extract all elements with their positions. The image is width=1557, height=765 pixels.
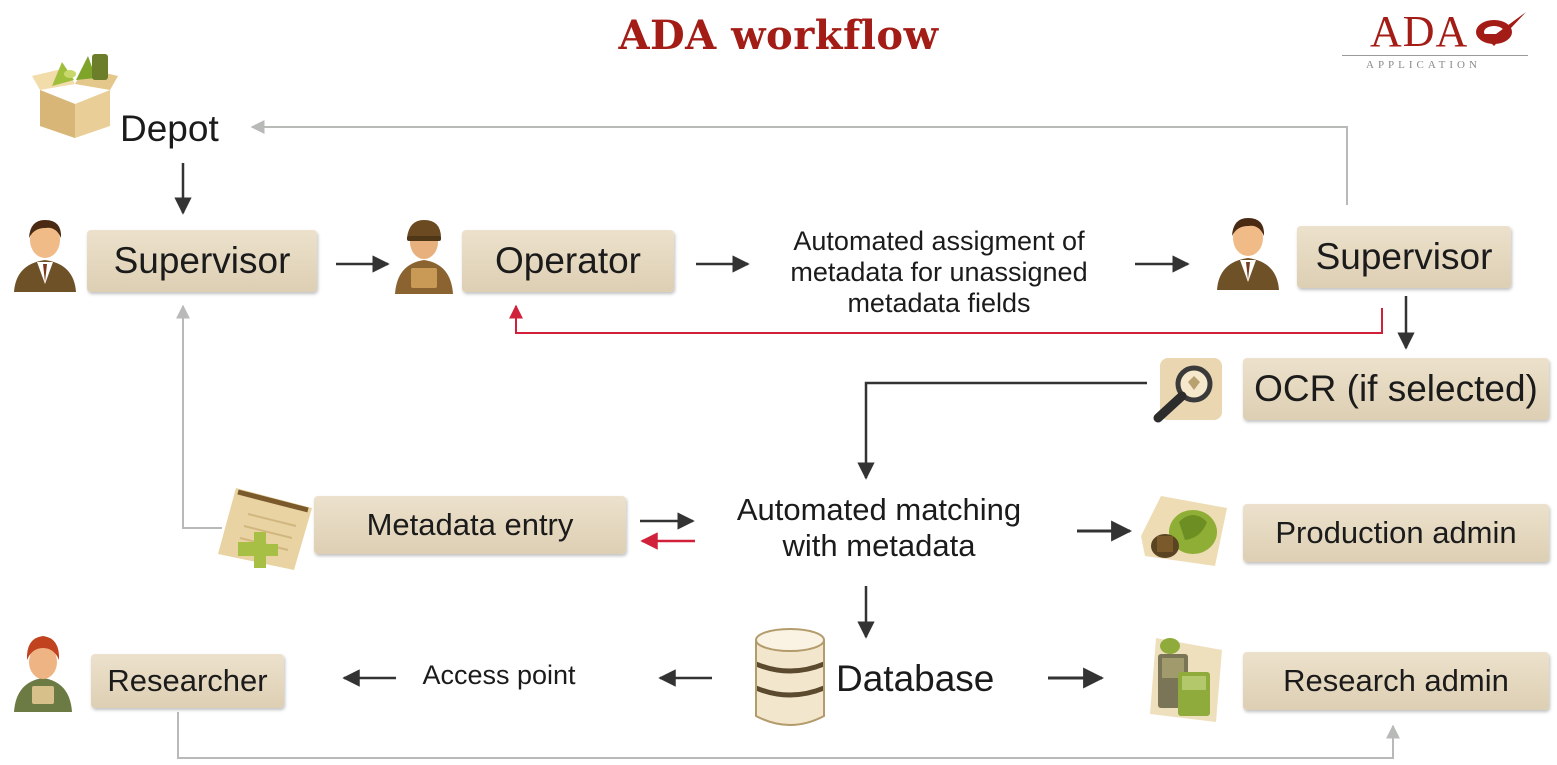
ocr-to-matching-arrow bbox=[857, 381, 1147, 480]
researcher-label: Researcher bbox=[107, 663, 268, 698]
magnifier-icon bbox=[1153, 358, 1222, 423]
production-admin-node: Production admin bbox=[1243, 504, 1549, 562]
depot-label: Depot bbox=[120, 108, 219, 149]
production-admin-label: Production admin bbox=[1275, 515, 1517, 550]
researcher-node: Researcher bbox=[91, 654, 284, 708]
logo-subtext: APPLICATION bbox=[1366, 59, 1481, 71]
logo-divider bbox=[1342, 55, 1528, 56]
production-admin-icon bbox=[1141, 496, 1227, 566]
notepad-puzzle-icon bbox=[218, 488, 312, 570]
research-admin-label: Research admin bbox=[1283, 663, 1509, 698]
research-admin-node: Research admin bbox=[1243, 652, 1549, 710]
supervisor-person-icon-right bbox=[1217, 218, 1279, 290]
database-icon bbox=[755, 628, 825, 726]
researcher-person-icon bbox=[14, 636, 72, 712]
access-point-label: Access point bbox=[422, 660, 576, 690]
operator-node: Operator bbox=[462, 230, 674, 292]
open-box-icon bbox=[32, 54, 118, 138]
supervisor-to-operator-return-arrow bbox=[509, 304, 1383, 334]
logo-checkmark-icon bbox=[1476, 12, 1526, 46]
supervisor-right-label: Supervisor bbox=[1315, 236, 1493, 277]
metadata-entry-node: Metadata entry bbox=[314, 496, 626, 554]
operator-label: Operator bbox=[494, 240, 641, 281]
ocr-label: OCR (if selected) bbox=[1254, 368, 1538, 409]
metadata-entry-label: Metadata entry bbox=[366, 507, 574, 542]
ada-logo: ADA APPLICATION bbox=[1340, 6, 1530, 76]
metadata-to-supervisor-arrow bbox=[176, 304, 222, 529]
automated-assignment-label: Automated assigment of metadata for unas… bbox=[790, 226, 1088, 319]
automated-matching-label: Automated matching with metadata bbox=[736, 492, 1022, 563]
logo-text: ADA bbox=[1370, 7, 1469, 56]
database-label: Database bbox=[836, 658, 995, 699]
operator-person-icon bbox=[395, 220, 453, 294]
diagram-title: ADA workflow bbox=[618, 12, 939, 59]
supervisor-right-node: Supervisor bbox=[1297, 226, 1511, 288]
researcher-to-research-admin-arrow bbox=[177, 712, 1400, 759]
supervisor-node: Supervisor bbox=[87, 230, 317, 292]
supervisor-label: Supervisor bbox=[113, 240, 291, 281]
research-admin-icon bbox=[1150, 638, 1222, 722]
ocr-node: OCR (if selected) bbox=[1243, 358, 1549, 420]
supervisor-to-depot-return-arrow bbox=[250, 120, 1348, 205]
supervisor-person-icon bbox=[14, 220, 76, 292]
